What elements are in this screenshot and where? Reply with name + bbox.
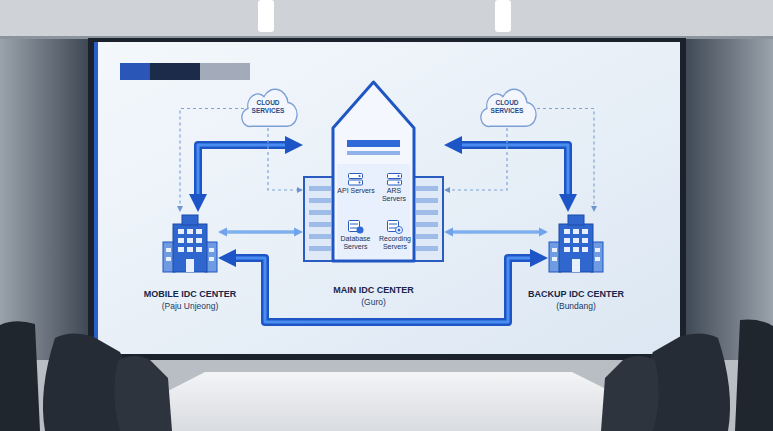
cloud-label: CLOUD SERVICES (250, 86, 286, 114)
connector-line (462, 145, 568, 194)
center-caption: BACKUP IDC CENTER(Bundang) (528, 288, 624, 312)
server-label: Recording Servers (374, 235, 416, 251)
connector-line (268, 128, 297, 190)
data-center-building: MAIN IDC CENTER(Guro)API ServersARS Serv… (303, 80, 444, 262)
bldg-outline (162, 212, 218, 272)
connector-arrow (453, 232, 539, 233)
connector-highlight (236, 258, 530, 322)
cloud-shape: CLOUD SERVICES (238, 86, 298, 131)
server-box: ARS Servers (374, 173, 414, 205)
office-building: MOBILE IDC CENTER(Paju Unjeong) (162, 212, 218, 272)
center-name: MAIN IDC CENTER (333, 284, 414, 296)
server-icon (387, 173, 402, 186)
server-box: Recording Servers (374, 220, 416, 256)
connector-arrow (268, 128, 297, 190)
center-name: BACKUP IDC CENTER (528, 288, 624, 300)
office-building: BACKUP IDC CENTER(Bundang) (548, 212, 604, 272)
server-icon (348, 173, 363, 186)
connector-arrow (236, 258, 530, 322)
connector-line (453, 230, 539, 234)
connector-line (180, 109, 244, 207)
connector-line (236, 258, 530, 322)
connector-arrow (450, 128, 507, 190)
connector-highlight (462, 145, 568, 194)
connector-line (198, 145, 285, 194)
connector-arrow (227, 232, 294, 233)
server-icon (348, 220, 364, 234)
server-box: Database Servers (335, 220, 376, 256)
connector-line (450, 128, 507, 190)
main-outline (303, 80, 444, 262)
connector-arrow (531, 109, 594, 207)
connector-arrow (462, 145, 568, 194)
cloud-label: CLOUD SERVICES (489, 86, 525, 114)
server-label: ARS Servers (374, 187, 414, 203)
server-label: API Servers (336, 187, 375, 195)
center-location: (Bundang) (528, 300, 624, 312)
center-caption: MAIN IDC CENTER(Guro) (333, 284, 414, 308)
connector-arrow (198, 145, 285, 194)
center-location: (Paju Unjeong) (144, 300, 237, 312)
connector-line (227, 230, 294, 234)
connector-highlight (198, 145, 285, 194)
bldg-outline (548, 212, 604, 272)
cloud-shape: CLOUD SERVICES (477, 86, 537, 131)
server-label: Database Servers (335, 235, 376, 251)
center-location: (Guro) (333, 296, 414, 308)
center-name: MOBILE IDC CENTER (144, 288, 237, 300)
server-box: API Servers (336, 173, 375, 205)
server-icon (387, 220, 403, 234)
connector-line (531, 109, 594, 207)
connector-arrow (180, 109, 244, 207)
center-caption: MOBILE IDC CENTER(Paju Unjeong) (144, 288, 237, 312)
